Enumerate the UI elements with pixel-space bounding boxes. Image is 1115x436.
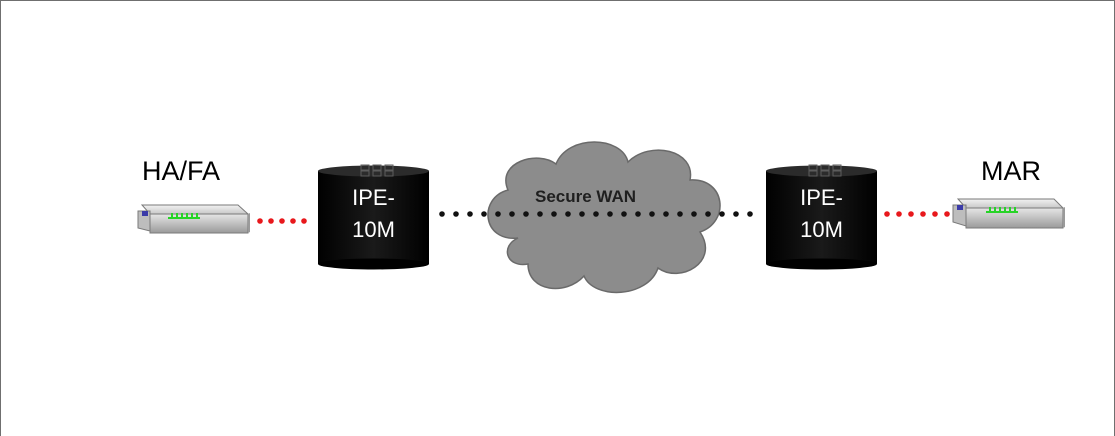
link-ipe-to-mar [884, 211, 950, 217]
right-router[interactable] [952, 198, 1065, 229]
left-router-label: HA/FA [142, 156, 221, 186]
secure-wan-cloud[interactable] [487, 141, 721, 294]
encryptor-icon [766, 164, 877, 270]
left-encryptor-label: IPE- 10M [318, 182, 429, 246]
right-encryptor-label: IPE- 10M [766, 182, 877, 246]
cloud-icon [487, 141, 721, 294]
right-router-label: MAR [981, 156, 1041, 186]
link-wan [439, 211, 753, 217]
right-encryptor-label-line1: IPE- [800, 185, 843, 210]
encryptor-icon [318, 164, 429, 270]
left-encryptor-label-line2: 10M [352, 217, 395, 242]
router-icon [952, 198, 1065, 229]
left-encryptor[interactable] [318, 164, 429, 270]
right-encryptor[interactable] [766, 164, 877, 270]
link-hafa-to-ipe [257, 218, 307, 224]
left-router[interactable] [137, 204, 250, 234]
right-encryptor-label-line2: 10M [800, 217, 843, 242]
router-icon [137, 204, 250, 234]
cloud-label: Secure WAN [535, 187, 637, 206]
left-encryptor-label-line1: IPE- [352, 185, 395, 210]
